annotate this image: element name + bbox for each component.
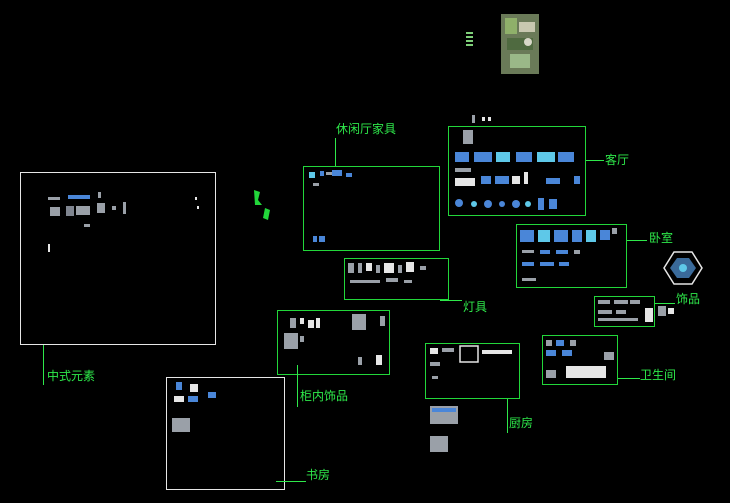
leader-cabinet-ornaments bbox=[297, 365, 298, 407]
frame-kitchen[interactable] bbox=[425, 343, 520, 399]
leader-study bbox=[276, 481, 306, 482]
living-room-blocks[interactable] bbox=[455, 115, 580, 210]
ornament-octagon-symbol[interactable] bbox=[663, 251, 703, 285]
frame-chinese-elements[interactable] bbox=[20, 172, 216, 345]
label-leisure-hall-furniture[interactable]: 休闲厅家具 bbox=[336, 122, 397, 136]
label-bathroom[interactable]: 卫生间 bbox=[640, 368, 677, 382]
frame-living-room[interactable] bbox=[448, 126, 586, 216]
green-plant-symbol[interactable] bbox=[254, 190, 270, 220]
label-bedroom[interactable]: 卧室 bbox=[649, 231, 674, 245]
legend-stack bbox=[466, 32, 473, 46]
label-lamps[interactable]: 灯具 bbox=[463, 300, 488, 314]
leader-lamps bbox=[440, 300, 462, 301]
frame-ornaments[interactable] bbox=[594, 296, 655, 327]
frame-bathroom[interactable] bbox=[542, 335, 618, 385]
ornament-blocks[interactable] bbox=[598, 300, 674, 322]
leader-bathroom bbox=[618, 378, 640, 379]
chinese-elements-blocks[interactable] bbox=[48, 192, 199, 252]
frame-leisure-hall-furniture[interactable] bbox=[303, 166, 440, 251]
label-ornaments[interactable]: 饰品 bbox=[676, 292, 701, 306]
leader-bedroom bbox=[627, 240, 647, 241]
frame-bedroom[interactable] bbox=[516, 224, 627, 288]
label-chinese-elements[interactable]: 中式元素 bbox=[47, 369, 96, 383]
leader-leisure-hall bbox=[335, 138, 336, 166]
label-kitchen[interactable]: 厨房 bbox=[509, 416, 534, 430]
label-study[interactable]: 书房 bbox=[306, 468, 331, 482]
frame-study[interactable] bbox=[166, 377, 285, 490]
study-blocks[interactable] bbox=[172, 382, 216, 432]
bedroom-blocks[interactable] bbox=[520, 228, 617, 281]
leader-chinese-elements bbox=[43, 345, 44, 385]
kitchen-blocks[interactable] bbox=[430, 345, 512, 452]
label-living-room[interactable]: 客厅 bbox=[605, 153, 630, 167]
leader-kitchen bbox=[507, 399, 508, 433]
leisure-furniture-blocks[interactable] bbox=[309, 170, 352, 242]
leader-living-room bbox=[586, 160, 604, 161]
label-cabinet-ornaments[interactable]: 柜内饰品 bbox=[300, 389, 349, 403]
site-plan-thumbnail[interactable] bbox=[501, 14, 539, 74]
frame-lamps[interactable] bbox=[344, 258, 449, 300]
cabinet-ornament-blocks[interactable] bbox=[284, 314, 385, 365]
leader-ornaments bbox=[655, 303, 675, 304]
bathroom-blocks[interactable] bbox=[546, 340, 614, 378]
lamps-blocks[interactable] bbox=[348, 262, 426, 283]
frame-cabinet-ornaments[interactable] bbox=[277, 310, 390, 375]
